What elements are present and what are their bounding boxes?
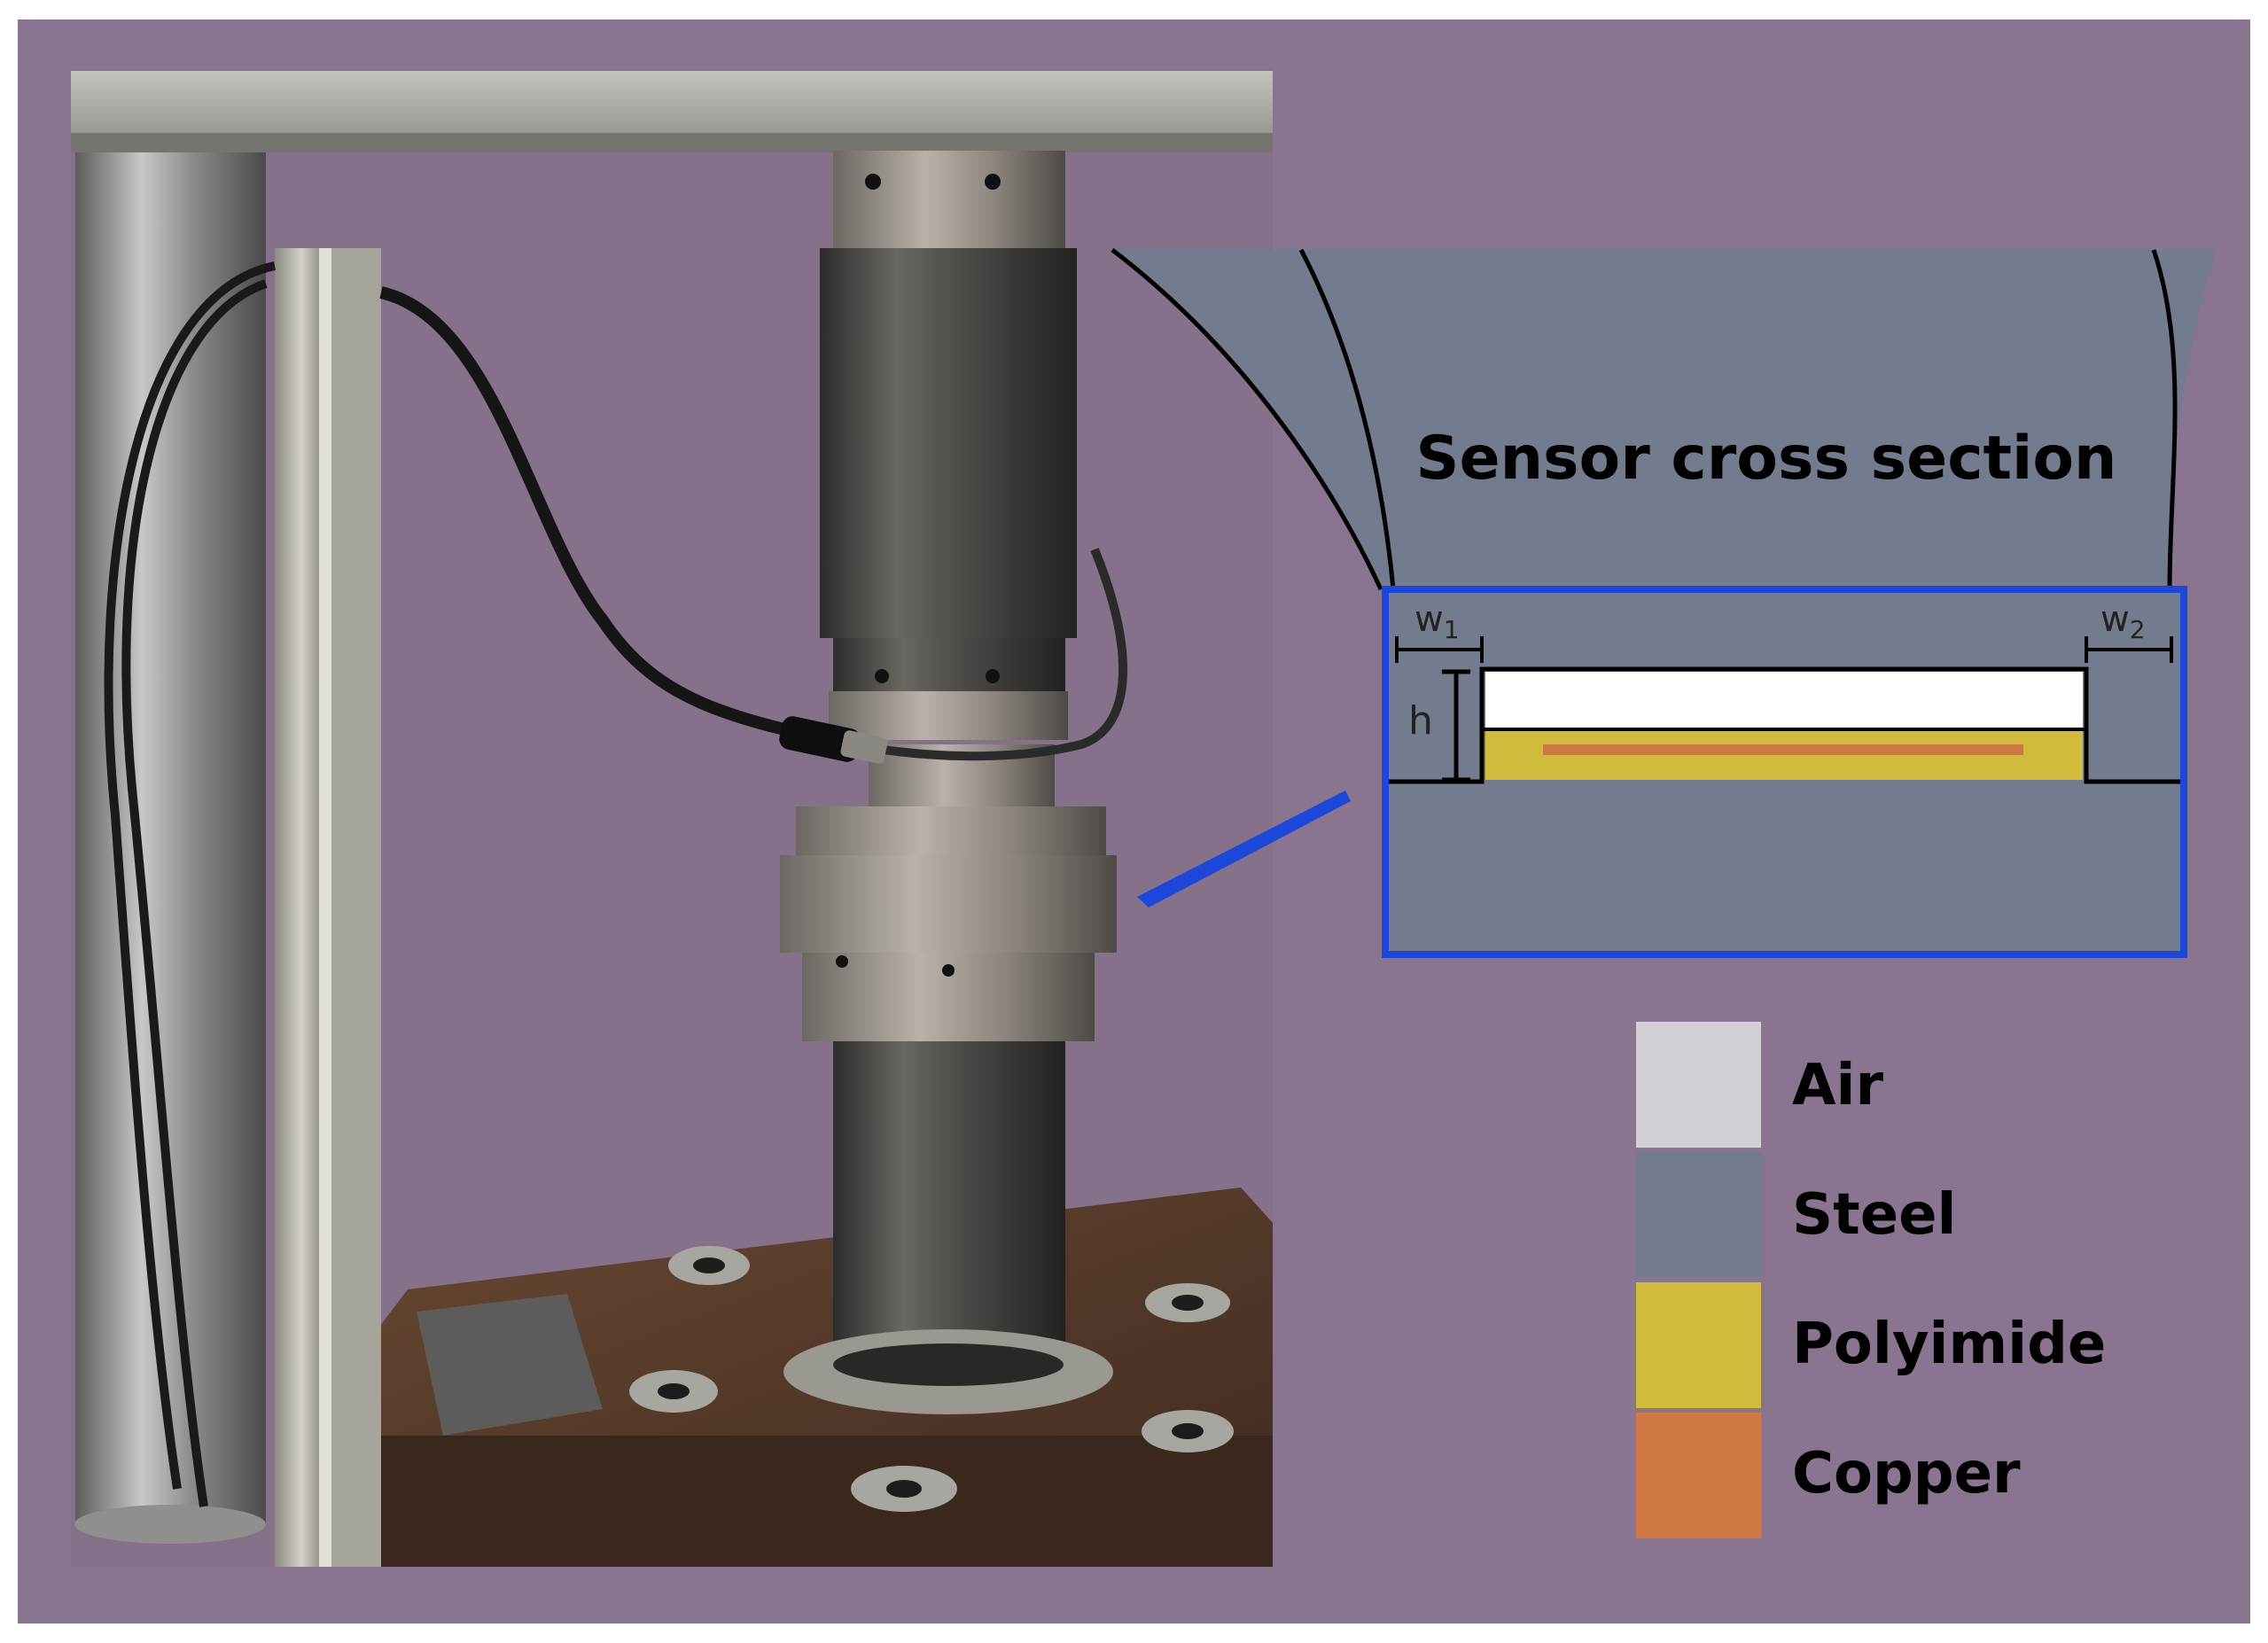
figure-title: Sensor cross section bbox=[1416, 424, 2117, 494]
legend-swatch-polyimide bbox=[1636, 1282, 1761, 1408]
w1-label: w1 bbox=[1415, 599, 1460, 644]
zoom-pointer bbox=[1137, 790, 1351, 907]
legend-swatch-air bbox=[1636, 1022, 1761, 1148]
load-cell bbox=[820, 248, 1077, 638]
legend-swatch-steel bbox=[1636, 1152, 1761, 1278]
legend-label-steel: Steel bbox=[1792, 1182, 1956, 1248]
w2-dimension: w2 bbox=[2085, 599, 2173, 663]
steel-plate bbox=[417, 1294, 603, 1436]
legend-label-polyimide: Polyimide bbox=[1792, 1312, 2106, 1377]
legend-label-copper: Copper bbox=[1792, 1441, 2021, 1507]
legend: Air Steel Polyimide Copper bbox=[1636, 1022, 2106, 1538]
sensor-cable-main bbox=[379, 286, 853, 751]
h-dimension: h bbox=[1408, 669, 1470, 783]
w1-dimension: w1 bbox=[1395, 599, 1484, 663]
zoom-arc-outer bbox=[1111, 248, 1383, 591]
sensor-cable bbox=[121, 279, 268, 1507]
copper-trace bbox=[1543, 744, 2023, 755]
zoom-arc-inner bbox=[1298, 248, 1396, 590]
air-gap bbox=[1485, 672, 2083, 729]
cross-section-frame bbox=[1382, 586, 2187, 958]
cross-section-panel: w1 w2 h bbox=[1382, 586, 2187, 958]
legend-label-air: Air bbox=[1792, 1053, 1883, 1118]
zoom-arc-right bbox=[2151, 249, 2178, 590]
machine-post bbox=[75, 133, 266, 1524]
lower-column bbox=[833, 1041, 1065, 1365]
w2-label: w2 bbox=[2100, 599, 2146, 644]
h-label: h bbox=[1408, 698, 1433, 744]
steel-zoom-region bbox=[1112, 250, 2216, 589]
legend-swatch-copper bbox=[1636, 1413, 1761, 1538]
test-machine-photo bbox=[71, 69, 1273, 1567]
